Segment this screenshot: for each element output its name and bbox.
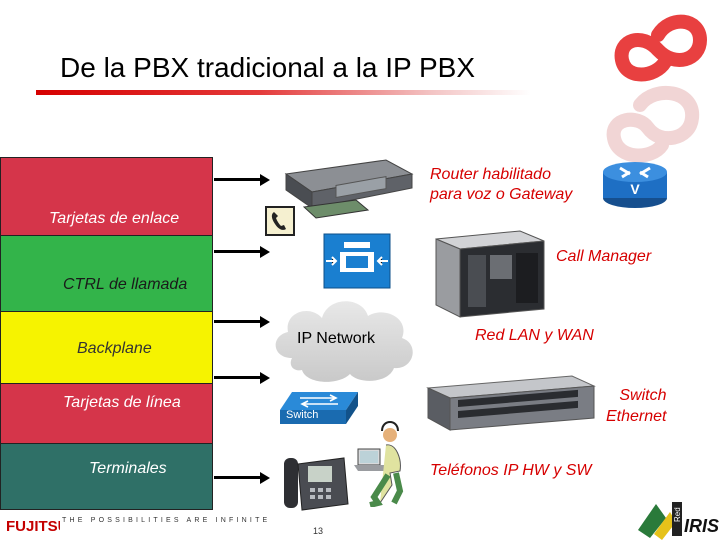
ip-phones-label: Teléfonos IP HW y SW (430, 462, 592, 480)
arrow-head (260, 472, 270, 484)
arrow-head (260, 174, 270, 186)
fujitsu-logo-text: FUJITSU (6, 518, 60, 535)
ethernet-switch-image (422, 370, 597, 440)
switch-ethernet-label: Switch Ethernet (606, 385, 666, 427)
arrow-line (214, 178, 262, 181)
lan-wan-label: Red LAN y WAN (475, 327, 594, 345)
ip-phone-icon (280, 452, 350, 512)
call-manager-icon (322, 232, 392, 290)
layer-label: Backplane (77, 340, 152, 358)
arrow-line (214, 250, 262, 253)
layer-backplane: Backplane (0, 311, 213, 385)
layer-label: CTRL de llamada (63, 276, 187, 294)
router-label: Router habilitado para voz o Gateway (430, 165, 572, 205)
call-manager-label: Call Manager (556, 248, 651, 266)
footer-tagline: THE POSSIBILITIES ARE INFINITE (62, 517, 270, 524)
fujitsu-logo: FUJITSU (6, 509, 60, 537)
red-iris-vertical-text: Red (673, 507, 682, 522)
layer-tarjetas-linea: Tarjetas de línea (0, 383, 213, 445)
arrow-line (214, 476, 262, 479)
switch-icon-label: Switch (286, 409, 318, 421)
layer-terminales: Terminales (0, 443, 213, 510)
layer-label: Tarjetas de enlace (49, 210, 179, 228)
layer-tarjetas-enlace: Tarjetas de enlace (0, 157, 213, 237)
infinity-logo-decoration (600, 10, 718, 170)
arrow-head (260, 246, 270, 258)
page-number: 13 (313, 526, 323, 536)
ip-network-label: IP Network (297, 330, 375, 348)
layer-ctrl-llamada: CTRL de llamada (0, 235, 213, 313)
red-iris-logo: Red IRIS (636, 500, 720, 540)
svg-text:V: V (630, 181, 640, 197)
title-underline (36, 90, 531, 95)
call-manager-server-image (428, 225, 546, 321)
arrow-line (214, 320, 262, 323)
arrow-line (214, 376, 262, 379)
layer-label: Terminales (89, 460, 167, 478)
slide-title: De la PBX tradicional a la IP PBX (60, 52, 475, 84)
gateway-hardware-image (276, 152, 416, 222)
headset-user-icon (350, 415, 415, 507)
layer-label: Tarjetas de línea (63, 394, 181, 412)
router-icon: V (600, 160, 670, 210)
phone-handset-icon (265, 206, 295, 236)
red-iris-text: IRIS (684, 516, 719, 536)
